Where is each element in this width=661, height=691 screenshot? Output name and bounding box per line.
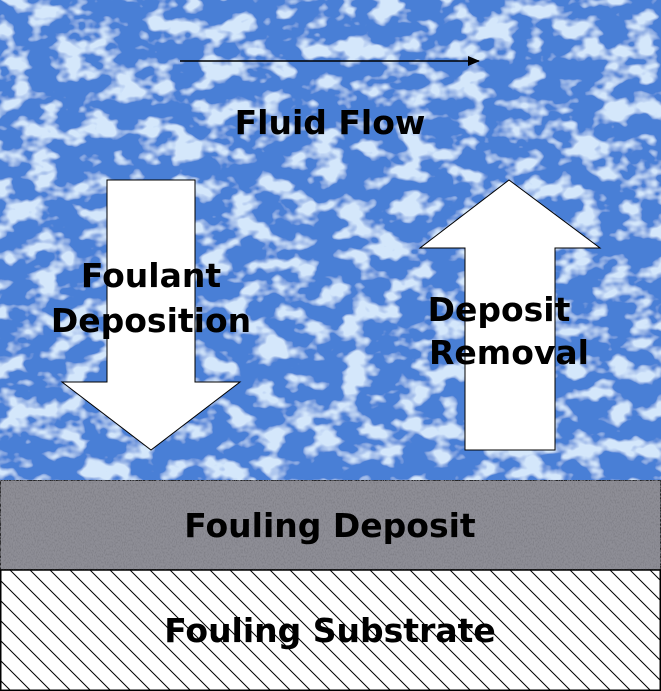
foulant-deposition-label-line1: Foulant xyxy=(81,256,221,295)
fouling-deposit-label: Fouling Deposit xyxy=(184,506,476,545)
fluid-flow-label: Fluid Flow xyxy=(235,103,426,142)
deposit-removal-label-line1: Deposit xyxy=(428,290,571,329)
foulant-deposition-arrow xyxy=(60,179,242,451)
fouling-deposit-layer xyxy=(0,479,661,571)
foulant-deposition-label-line2: Deposition xyxy=(51,301,251,340)
deposit-removal-arrow xyxy=(418,179,602,451)
deposit-removal-label-line2: Removal xyxy=(429,333,589,372)
fouling-substrate-label: Fouling Substrate xyxy=(164,611,496,650)
substrate-hatch-pattern xyxy=(0,570,661,691)
substrate-outline xyxy=(0,569,661,691)
